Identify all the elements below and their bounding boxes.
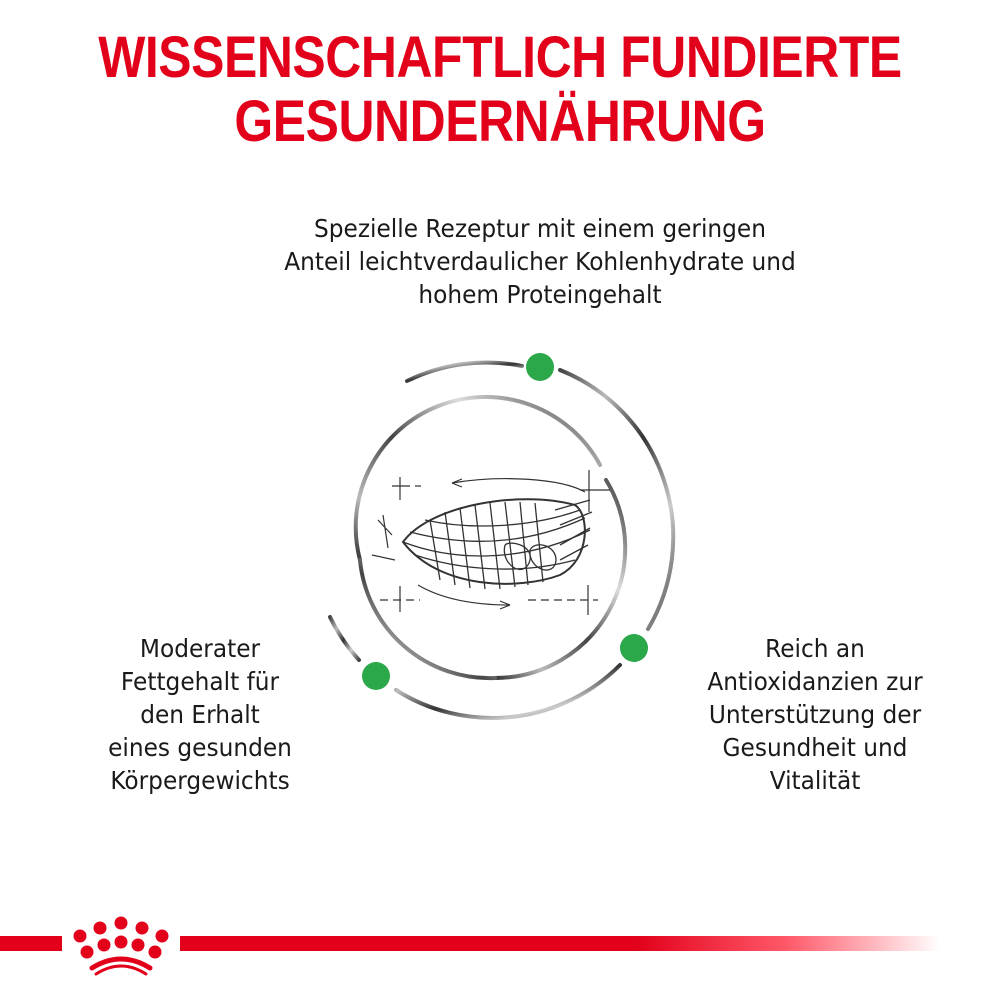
benefit-fat-line: Moderater xyxy=(139,634,261,663)
kibble-diagram xyxy=(300,340,700,740)
kibble-sketch-icon xyxy=(328,353,676,720)
benefit-antioxidants-line: Gesundheit und xyxy=(722,733,908,762)
benefit-protein-line: Spezielle Rezeptur mit einem geringen xyxy=(314,214,766,243)
footer-red-line-right xyxy=(180,936,940,951)
page-headline: WISSENSCHAFTLICH FUNDIERTE GESUNDERNÄHRU… xyxy=(70,26,930,154)
benefit-antioxidants-line: Unterstützung der xyxy=(708,700,922,729)
benefit-protein: Spezielle Rezeptur mit einem geringen An… xyxy=(224,212,856,311)
benefit-antioxidants-line: Vitalität xyxy=(769,766,861,795)
benefit-fat: Moderater Fettgehalt für den Erhalt eine… xyxy=(70,632,330,797)
crown-icon xyxy=(73,916,169,976)
benefit-fat-line: den Erhalt xyxy=(140,700,260,729)
benefit-antioxidants-line: Reich an xyxy=(765,634,865,663)
benefit-antioxidants-line: Antioxidanzien zur xyxy=(707,667,923,696)
green-dot-right xyxy=(620,634,648,662)
benefit-protein-line: hohem Proteingehalt xyxy=(418,280,662,309)
headline-line-2: GESUNDERNÄHRUNG xyxy=(234,89,766,154)
royal-crown-logo xyxy=(66,912,176,982)
green-dot-left xyxy=(362,662,390,690)
benefit-fat-line: Körpergewichts xyxy=(110,766,290,795)
footer-red-line-left xyxy=(0,936,62,951)
benefit-fat-line: Fettgehalt für xyxy=(120,667,280,696)
benefit-fat-line: eines gesunden xyxy=(108,733,292,762)
outer-ring xyxy=(328,360,676,720)
kibble-shape xyxy=(401,498,593,590)
dimension-marks xyxy=(371,470,610,615)
green-dot-top xyxy=(526,353,554,381)
headline-line-1: WISSENSCHAFTLICH FUNDIERTE xyxy=(98,25,902,90)
benefit-antioxidants: Reich an Antioxidanzien zur Unterstützun… xyxy=(671,632,959,797)
benefit-protein-line: Anteil leichtverdaulicher Kohlenhydrate … xyxy=(284,247,796,276)
inner-ring xyxy=(353,395,628,681)
